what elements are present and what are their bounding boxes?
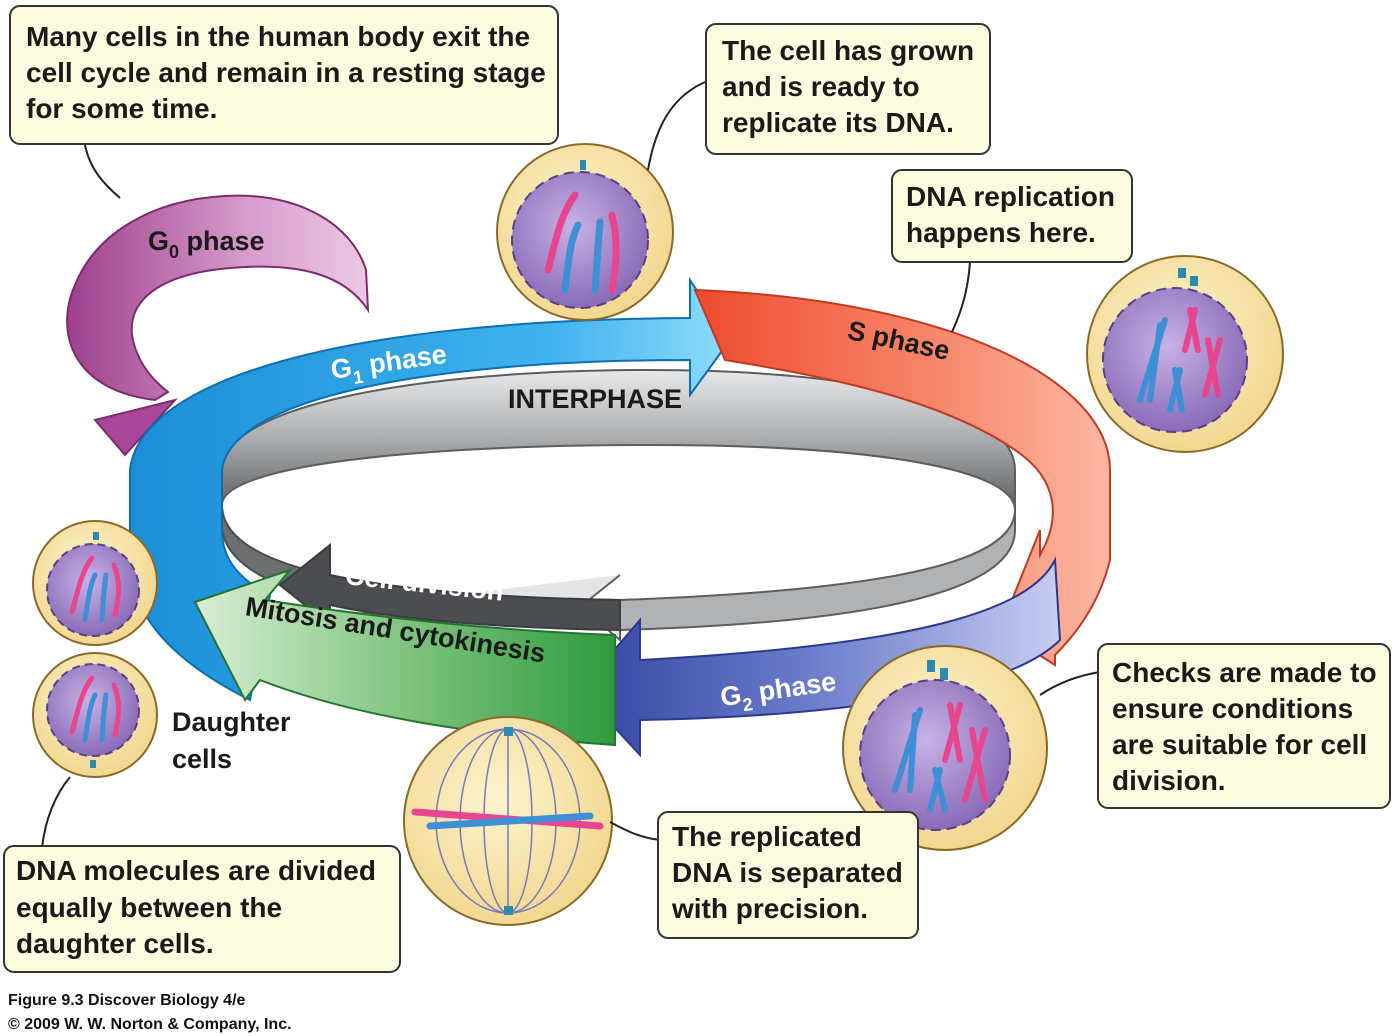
cell-daughter-bottom bbox=[32, 652, 158, 778]
callout-checks-text: Checks are made to ensure conditions are… bbox=[1112, 657, 1384, 796]
cell-mitosis bbox=[403, 716, 613, 926]
g1-phase-label: G1 phase bbox=[329, 339, 449, 391]
callout-grown-text: The cell has grown and is ready to repli… bbox=[722, 35, 982, 138]
callout-divided-text: DNA molecules are divided equally betwee… bbox=[16, 855, 384, 959]
cell-division-arrow: Cell division bbox=[278, 509, 1016, 643]
callout-separated: The replicated DNA is separated with pre… bbox=[609, 811, 919, 939]
cell-s-phase bbox=[1086, 255, 1284, 453]
g0-phase-label: G0 phase bbox=[148, 226, 265, 262]
callout-divided: DNA molecules are divided equally betwee… bbox=[3, 776, 401, 973]
cell-daughter-top bbox=[32, 520, 158, 646]
callout-grown: The cell has grown and is ready to repli… bbox=[647, 23, 991, 171]
callout-separated-text: The replicated DNA is separated with pre… bbox=[671, 821, 911, 924]
callout-g0: Many cells in the human body exit the ce… bbox=[9, 5, 559, 199]
g0-phase-arrow: G0 phase bbox=[66, 194, 370, 457]
callout-replication-text: DNA replication happens here. bbox=[906, 181, 1123, 248]
callout-g0-text: Many cells in the human body exit the ce… bbox=[26, 21, 554, 124]
figure-caption: Figure 9.3 Discover Biology 4/e © 2009 W… bbox=[8, 992, 292, 1033]
g1-phase-arrow: G1 phase bbox=[129, 276, 732, 702]
daughter-cells-label: Daughter cells bbox=[172, 707, 298, 774]
callout-replication: DNA replication happens here. bbox=[891, 169, 1133, 333]
callout-checks: Checks are made to ensure conditions are… bbox=[1039, 643, 1391, 809]
cell-g1 bbox=[496, 143, 674, 321]
interphase-label: INTERPHASE bbox=[508, 384, 682, 414]
cell-g2 bbox=[842, 645, 1048, 851]
